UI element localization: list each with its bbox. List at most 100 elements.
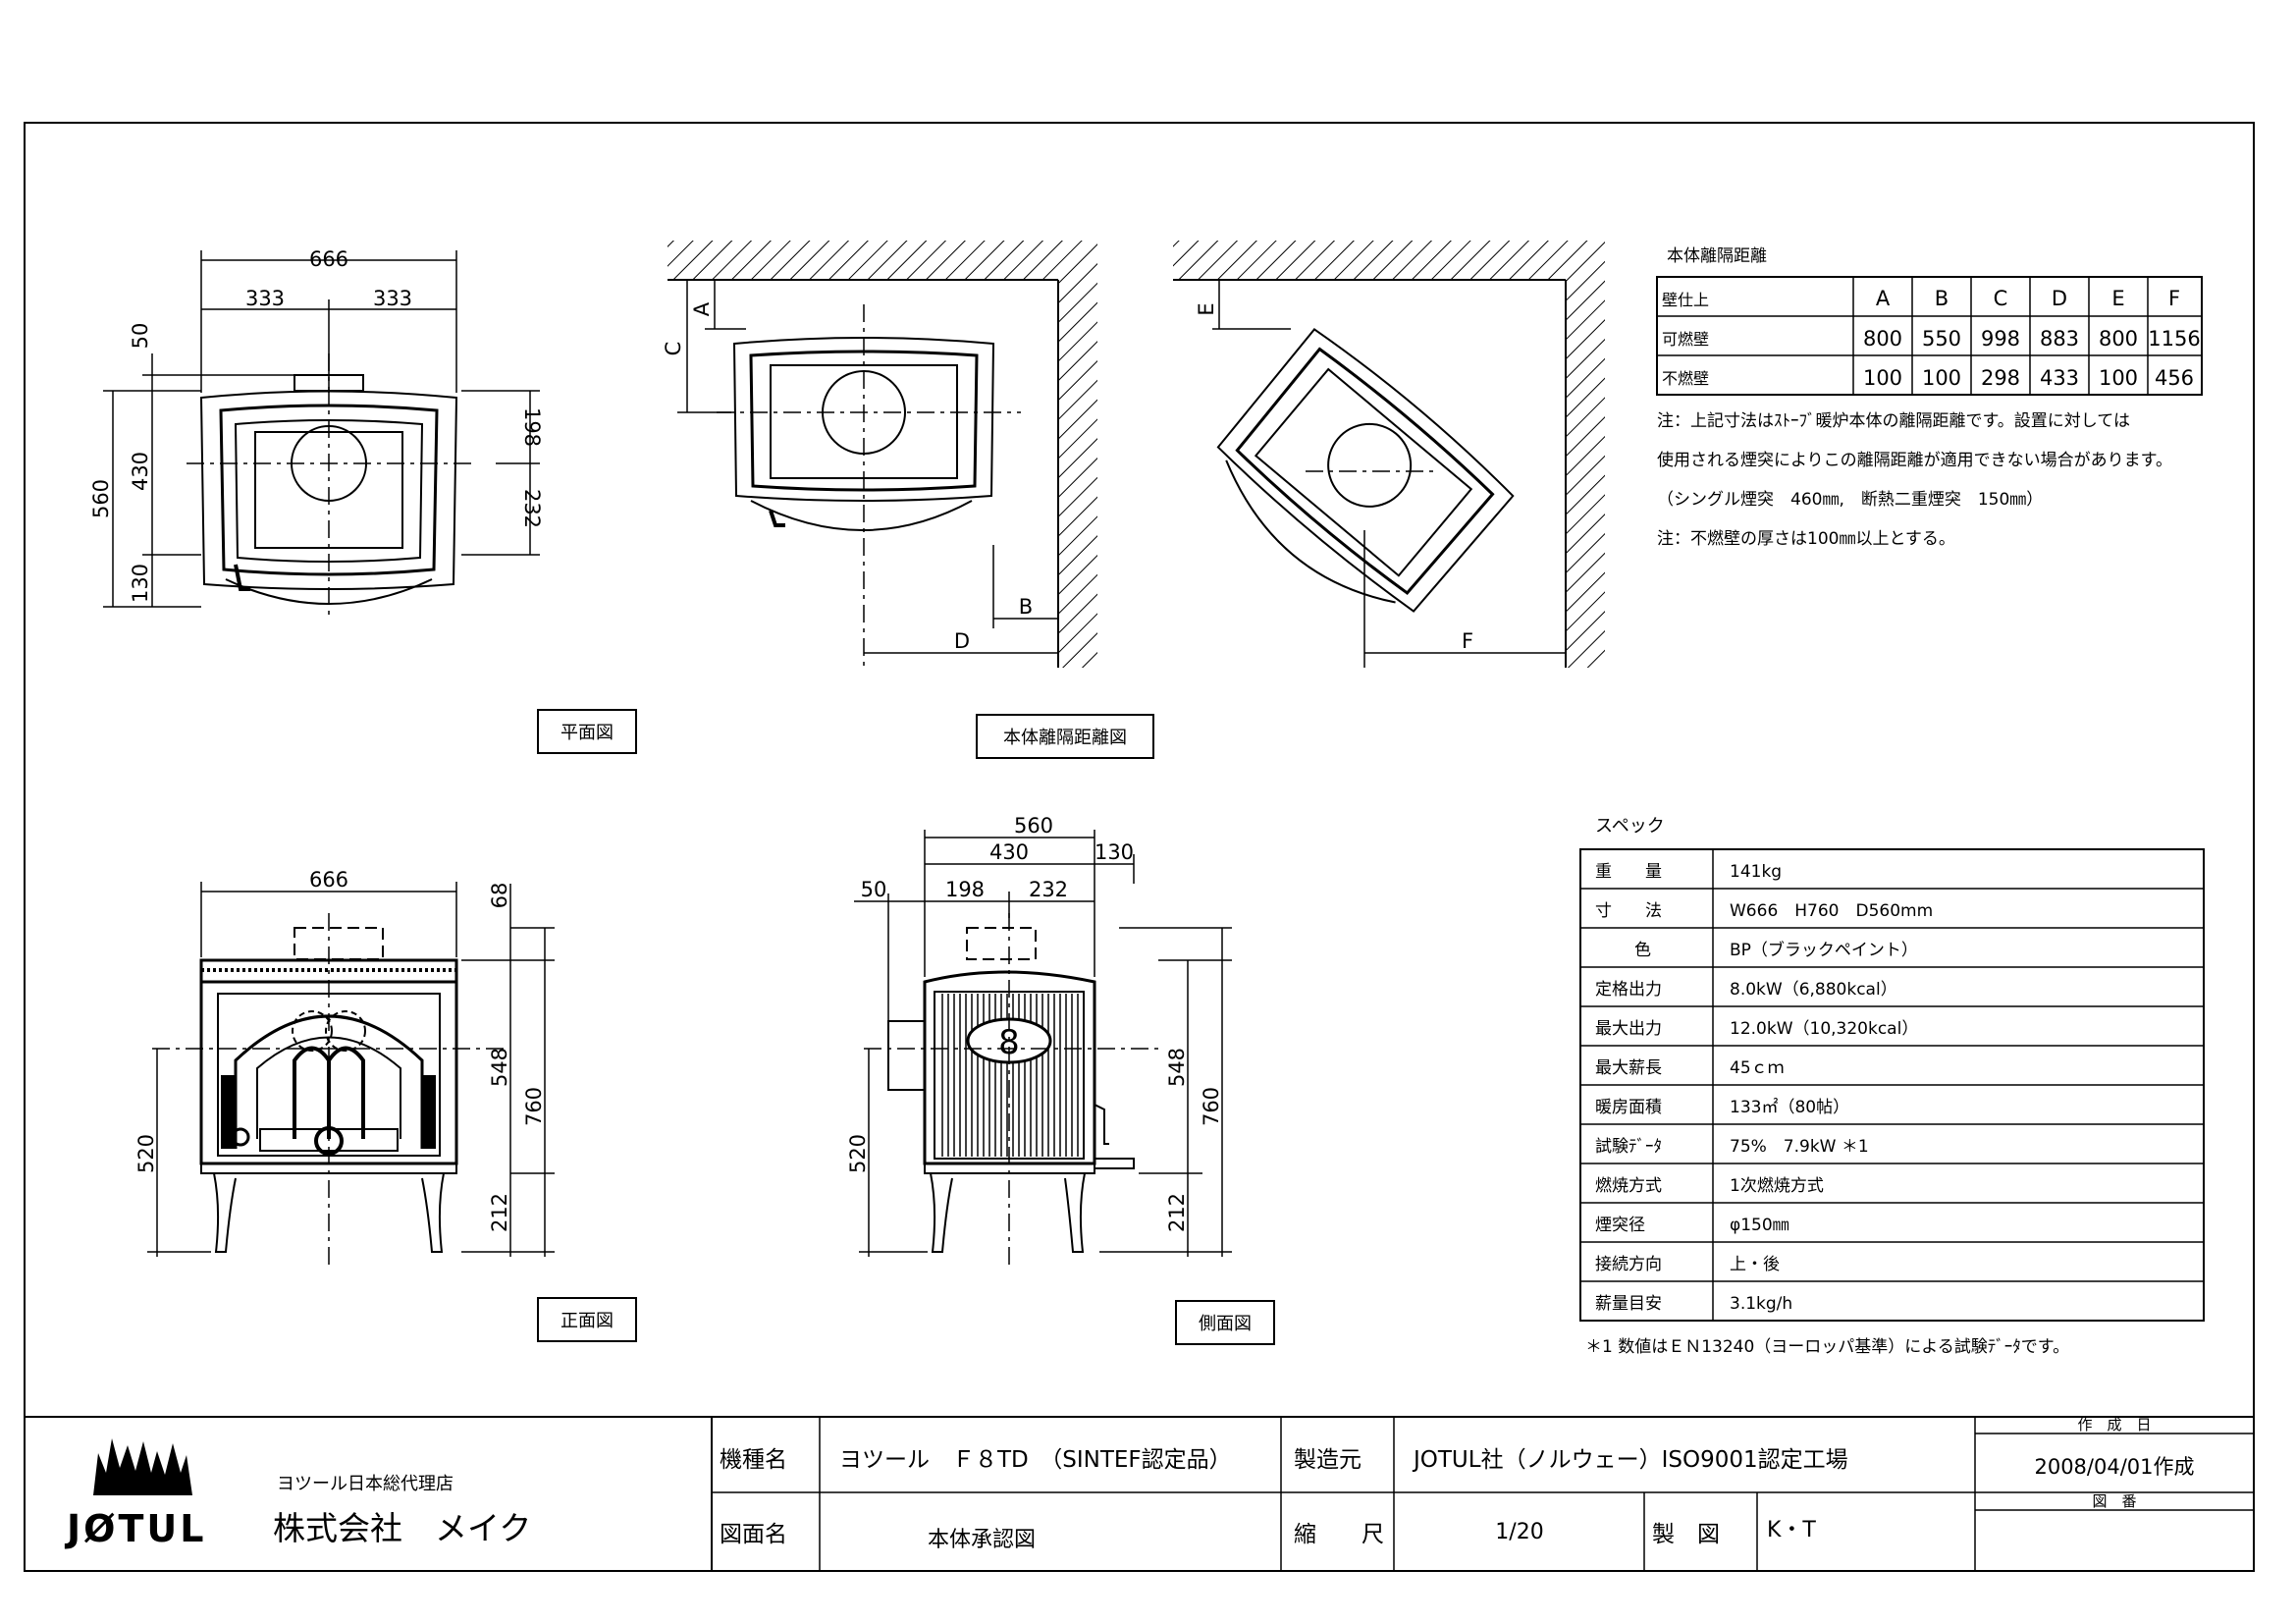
spec-label: 暖房面積 — [1595, 1098, 1662, 1117]
spec-label: 煙突径 — [1595, 1216, 1645, 1235]
clearance-cell: 1156 — [2148, 327, 2200, 351]
plan-view — [103, 250, 540, 619]
clearance-note: 使用される煙突によりこの離隔距離が適用できない場合があります。 — [1657, 450, 2172, 470]
spec-value: 141kg — [1730, 862, 1782, 882]
spec-footnote: ＊1 数値はＥＮ13240（ヨーロッパ基準）による試験ﾃﾞｰﾀです。 — [1585, 1337, 2069, 1357]
plan-dim-333-right: 333 — [373, 287, 412, 310]
clearance-header-b: B — [1935, 287, 1949, 310]
drawing-label: 図面名 — [720, 1522, 787, 1547]
clearance-label-e: E — [1195, 302, 1218, 315]
spec-value: 8.0kW（6,880kcal） — [1730, 980, 1897, 1000]
clearance-note: （シングル煙突 460㎜, 断熱二重煙突 150㎜） — [1657, 490, 2043, 510]
spec-label: 薪量目安 — [1595, 1294, 1662, 1314]
label-clearance-view: 本体離隔距離図 — [1003, 728, 1127, 748]
spec-label: 定格出力 — [1595, 980, 1662, 1000]
front-dim-666: 666 — [309, 868, 348, 892]
clearance1-body — [732, 337, 995, 502]
maker-value: JOTUL社（ノルウェー）ISO9001認定工場 — [1412, 1447, 1848, 1473]
clearance-row-label: 不燃壁 — [1662, 369, 1709, 388]
label-plan-view: 平面図 — [561, 723, 614, 743]
clearance-cell: 998 — [1981, 327, 2020, 351]
clearance-header-wall: 壁仕上 — [1662, 291, 1709, 309]
drawn-label: 製 図 — [1652, 1522, 1720, 1547]
title-block: JØTUL ヨツール日本総代理店 株式会社 メイク 機種名 ヨツール Ｆ８TD … — [25, 1416, 2254, 1571]
clearance-cell: 298 — [1981, 366, 2020, 390]
view-labels: 平面図 本体離隔距離図 正面図 側面図 — [537, 709, 1275, 1345]
clearance-note: 注：不燃壁の厚さは100㎜以上とする。 — [1657, 529, 1955, 549]
front-dim-760: 760 — [522, 1087, 546, 1126]
plan-dim-232: 232 — [520, 489, 544, 528]
maker-label: 製造元 — [1294, 1447, 1362, 1473]
spec-value: 133㎡（80帖） — [1730, 1098, 1849, 1117]
clearance-cell: 100 — [2099, 366, 2138, 390]
side-dim-520: 520 — [846, 1134, 870, 1173]
spec-label: 色 — [1634, 941, 1651, 960]
spec-table: スペック 重 量 141kg 寸 法 W666 H760 D560mm 色 BP… — [1579, 816, 2205, 1357]
drawing-value: 本体承認図 — [928, 1528, 1036, 1552]
side-dim-232: 232 — [1029, 878, 1068, 901]
plan-handle — [234, 564, 250, 591]
clearance-cell: 433 — [2040, 366, 2079, 390]
model-label: 機種名 — [720, 1447, 787, 1473]
clearance-header-d: D — [2052, 287, 2067, 310]
label-front-view: 正面図 — [561, 1311, 614, 1331]
side-dim-50: 50 — [861, 878, 887, 901]
created-label: 作 成 日 — [2077, 1416, 2151, 1434]
clearance-header-a: A — [1876, 287, 1891, 310]
clearance-header-e: E — [2111, 287, 2124, 310]
side-emblem-8: 8 — [998, 1023, 1020, 1062]
spec-value: 上・後 — [1730, 1255, 1780, 1274]
sheet-border — [24, 122, 2255, 1572]
clearance-cell: 100 — [1863, 366, 1902, 390]
spec-label: 燃焼方式 — [1595, 1176, 1662, 1196]
plan-top-inner — [234, 419, 424, 563]
side-dim-430: 430 — [989, 840, 1029, 864]
clearance1-labels: A C B D — [662, 301, 1033, 653]
plan-dim-198: 198 — [520, 407, 544, 447]
side-dim-130: 130 — [1095, 840, 1134, 864]
created-value: 2008/04/01作成 — [2034, 1455, 2194, 1479]
spec-title: スペック — [1595, 816, 1665, 837]
spec-value: φ150㎜ — [1730, 1216, 1789, 1235]
plan-body-outline — [199, 390, 458, 590]
side-view: 8 — [854, 830, 1232, 1267]
spec-label: 寸 法 — [1595, 901, 1662, 921]
plan-dim-130: 130 — [129, 564, 152, 603]
spec-value: 3.1kg/h — [1730, 1294, 1792, 1314]
clearance-row-label: 可燃壁 — [1662, 330, 1709, 349]
spec-label: 試験ﾃﾞｰﾀ — [1595, 1137, 1662, 1157]
agent-label: ヨツール日本総代理店 — [277, 1474, 454, 1494]
company-name: 株式会社 メイク — [273, 1509, 531, 1547]
plan-dim-333-left: 333 — [245, 287, 285, 310]
number-label: 図 番 — [2092, 1492, 2136, 1510]
clearance-cell: 100 — [1922, 366, 1961, 390]
front-dim-520: 520 — [134, 1134, 158, 1173]
clearance-cell: 550 — [1922, 327, 1961, 351]
front-dimensions: 666 68 548 760 520 212 — [134, 868, 546, 1232]
plan-dim-50: 50 — [129, 323, 152, 350]
clearance-label-f: F — [1462, 629, 1473, 653]
spec-label: 最大薪長 — [1595, 1058, 1662, 1078]
spec-label: 最大出力 — [1595, 1019, 1662, 1039]
spec-value: W666 H760 D560mm — [1730, 901, 1933, 921]
corner-wall-hatch — [1173, 241, 1605, 668]
spec-label: 重 量 — [1595, 862, 1662, 882]
clearance-view-corner — [1173, 241, 1605, 668]
clearance-header-c: C — [1994, 287, 2008, 310]
front-view — [147, 882, 555, 1267]
clearance-label-d: D — [954, 629, 970, 653]
side-dimensions: 560 430 130 50 198 232 548 760 520 212 — [846, 814, 1223, 1232]
plan-dim-430: 430 — [129, 452, 152, 491]
clearance2-body — [1216, 328, 1515, 613]
clearance-cell: 800 — [2099, 327, 2138, 351]
side-dim-548: 548 — [1165, 1048, 1189, 1087]
front-dim-548: 548 — [488, 1048, 511, 1087]
clearance-note: 注：上記寸法はｽﾄｰﾌﾞ暖炉本体の離隔距離です。設置に対しては — [1657, 411, 2130, 431]
wall-hatch — [667, 241, 1097, 668]
side-dim-212: 212 — [1165, 1193, 1189, 1232]
side-dim-760: 760 — [1200, 1087, 1223, 1126]
clearance-label-b: B — [1019, 595, 1033, 619]
front-dim-212: 212 — [488, 1193, 511, 1232]
clearance-label-c: C — [662, 342, 685, 356]
